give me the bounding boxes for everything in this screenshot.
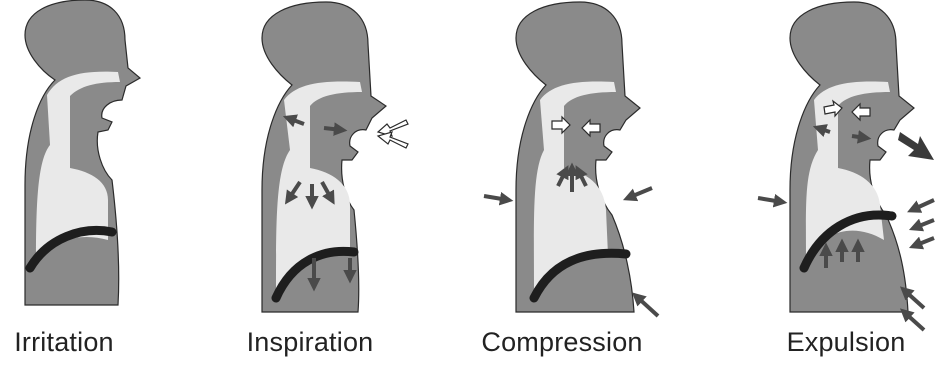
arrow-dark-icon <box>914 238 934 246</box>
inhaled-air-arrows <box>378 120 408 148</box>
arrow-open-icon <box>378 120 408 136</box>
panel-inspiration <box>262 2 408 312</box>
arrow-dark-icon <box>636 296 658 316</box>
arrow-open-icon <box>378 132 408 148</box>
panel-compression <box>484 2 658 316</box>
expelled-air-icon <box>898 132 934 160</box>
arrow-dark-icon <box>904 312 924 330</box>
arrow-dark-icon <box>484 196 508 200</box>
arrow-dark-icon <box>852 136 866 138</box>
head-torso-silhouette <box>25 0 140 305</box>
arrow-dark-icon <box>628 188 652 198</box>
panel-irritation <box>25 0 140 305</box>
panel-label-inspiration: Inspiration <box>247 327 374 358</box>
arrow-dark-icon <box>324 128 342 130</box>
arrow-dark-icon <box>758 198 782 202</box>
panel-expulsion <box>758 2 934 330</box>
panel-label-compression: Compression <box>481 327 642 358</box>
arrow-dark-icon <box>912 200 934 210</box>
panel-label-irritation: Irritation <box>14 327 114 358</box>
arrow-dark-icon <box>914 220 934 228</box>
panel-label-expulsion: Expulsion <box>787 327 906 358</box>
